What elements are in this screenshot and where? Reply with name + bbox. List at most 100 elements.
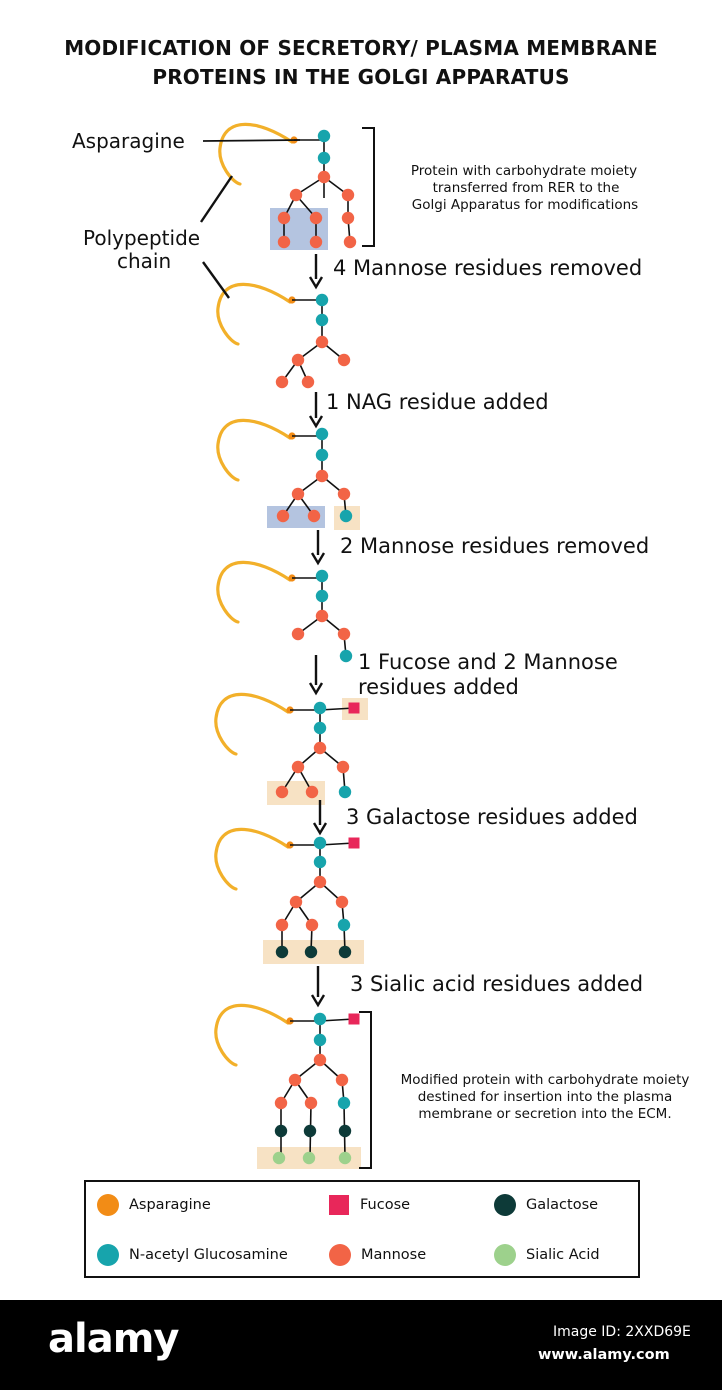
mannose-residue xyxy=(313,741,327,755)
title-line-1: MODIFICATION OF SECRETORY/ PLASMA MEMBRA… xyxy=(64,36,658,60)
polypeptide-label-line-1: Polypeptide xyxy=(83,226,200,250)
arrow-head xyxy=(310,994,326,1008)
galactose-residue xyxy=(274,1124,288,1138)
top-note-line-3: Golgi Apparatus for modifications xyxy=(412,197,638,213)
title-line-2: PROTEINS IN THE GOLGI APPARATUS xyxy=(152,65,570,89)
n-acetyl-glucosamine-residue xyxy=(313,1012,327,1026)
polypeptide-chain xyxy=(214,692,290,756)
n-acetyl-glucosamine-residue xyxy=(317,129,331,143)
polypeptide-chain xyxy=(216,282,292,346)
legend-label: Fucose xyxy=(360,1197,411,1213)
mannose-residue xyxy=(275,375,289,389)
site-url: www.alamy.com xyxy=(538,1347,670,1363)
n-acetyl-glucosamine-residue xyxy=(315,293,329,307)
glycan-structures xyxy=(200,122,375,1169)
sialic-acid-residue xyxy=(338,1151,352,1165)
mannose-residue xyxy=(275,918,289,932)
arrow-head xyxy=(308,415,324,429)
mannose-residue xyxy=(313,1053,327,1067)
sialic-acid-residue xyxy=(302,1151,316,1165)
mannose-residue xyxy=(341,188,355,202)
mannose-residue xyxy=(277,235,291,249)
mannose-residue xyxy=(315,609,329,623)
n-acetyl-glucosamine-residue xyxy=(339,649,353,663)
galactose-swatch xyxy=(494,1194,516,1216)
asparagine-leader xyxy=(202,139,301,142)
mannose-residue xyxy=(313,875,327,889)
asparagine-swatch xyxy=(97,1194,119,1216)
mannose-residue xyxy=(304,1096,318,1110)
polypeptide-leader xyxy=(200,175,233,223)
diagram-title: MODIFICATION OF SECRETORY/ PLASMA MEMBRA… xyxy=(0,34,722,92)
galactose-residue xyxy=(338,1124,352,1138)
n-acetyl-glucosamine-residue xyxy=(315,313,329,327)
n-acetyl-glucosamine-residue xyxy=(337,1096,351,1110)
top-note-line-2: transferred from RER to the xyxy=(433,180,620,196)
bracket xyxy=(362,127,375,247)
mannose-residue xyxy=(289,188,303,202)
n-acetyl-glucosamine-residue xyxy=(313,701,327,715)
watermark-footer xyxy=(0,1300,722,1390)
step-label: 2 Mannose residues removed xyxy=(340,534,649,558)
polypeptide-label-line-2: chain xyxy=(117,249,171,273)
n-acetyl-glucosamine-residue xyxy=(338,785,352,799)
polypeptide-chain xyxy=(216,418,292,482)
n-acetyl-glucosamine-residue xyxy=(315,589,329,603)
mannose-residue xyxy=(291,487,305,501)
top-note-line-1: Protein with carbohydrate moiety xyxy=(411,163,637,179)
n-acetyl-glucosamine-residue xyxy=(317,151,331,165)
mannose-residue xyxy=(277,211,291,225)
brand-logo: alamy xyxy=(48,1316,179,1362)
mannose-residue xyxy=(276,509,290,523)
n-acetyl-glucosamine-residue xyxy=(313,836,327,850)
galactose-residue xyxy=(304,945,318,959)
n-acetyl-glucosamine-residue xyxy=(337,918,351,932)
mannose-residue xyxy=(275,785,289,799)
annotations: Asparagine Polypeptide chain Protein wit… xyxy=(72,129,689,1122)
mannose-residue xyxy=(309,211,323,225)
mannose-residue xyxy=(315,335,329,349)
mannose-residue xyxy=(307,509,321,523)
mannose-swatch xyxy=(329,1244,351,1266)
step-label: 1 NAG residue added xyxy=(326,390,549,414)
bottom-note-line-3: membrane or secretion into the ECM. xyxy=(418,1106,671,1122)
fucose-residue xyxy=(348,837,360,849)
mannose-residue xyxy=(317,170,331,184)
mannose-residue xyxy=(335,895,349,909)
step-label: 1 Fucose and 2 Mannose xyxy=(358,650,618,674)
fucose-residue xyxy=(348,1013,360,1025)
mannose-residue xyxy=(291,760,305,774)
legend-label: N-acetyl Glucosamine xyxy=(129,1247,288,1263)
golgi-diagram: Asparagine Polypeptide chain Protein wit… xyxy=(72,122,689,1169)
arrow-head xyxy=(308,682,324,696)
polypeptide-chain xyxy=(214,827,290,891)
n-acetyl-glucosamine-residue xyxy=(315,427,329,441)
mannose-residue xyxy=(336,760,350,774)
step-label: 3 Sialic acid residues added xyxy=(350,972,643,996)
step-label: 4 Mannose residues removed xyxy=(333,256,642,280)
galactose-residue xyxy=(338,945,352,959)
sialic-acid-swatch xyxy=(494,1244,516,1266)
legend-item-galactose: Galactose xyxy=(494,1193,598,1217)
polypeptide-leader xyxy=(202,261,230,299)
mannose-residue xyxy=(335,1073,349,1087)
galactose-residue xyxy=(303,1124,317,1138)
mannose-residue xyxy=(288,1073,302,1087)
sialic-acid-residue xyxy=(272,1151,286,1165)
legend-item-fucose: Fucose xyxy=(329,1193,410,1217)
mannose-residue xyxy=(309,235,323,249)
mannose-residue xyxy=(301,375,315,389)
mannose-residue xyxy=(274,1096,288,1110)
mannose-residue xyxy=(305,785,319,799)
legend-item-asparagine: Asparagine xyxy=(97,1193,211,1217)
mannose-residue xyxy=(343,235,357,249)
legend-label: Sialic Acid xyxy=(526,1247,600,1263)
fucose-residue xyxy=(348,702,360,714)
mannose-residue xyxy=(305,918,319,932)
legend: Asparagine Fucose Galactose N-acetyl Glu… xyxy=(84,1180,640,1278)
mannose-residue xyxy=(341,211,355,225)
n-acetyl-glucosamine-residue xyxy=(313,721,327,735)
polypeptide-chain xyxy=(218,122,294,186)
legend-item-mannose: Mannose xyxy=(329,1243,426,1267)
bracket xyxy=(359,1011,372,1169)
